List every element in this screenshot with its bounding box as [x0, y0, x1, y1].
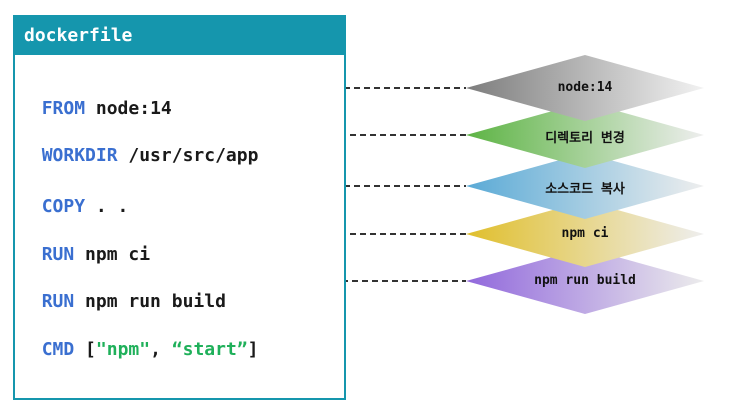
code-keyword: RUN — [41, 291, 75, 312]
code-string: “start” — [171, 339, 248, 360]
code-text: [ — [74, 339, 96, 360]
code-line-cmd: CMD ["npm", “start”] — [20, 318, 259, 360]
code-text: npm ci — [74, 244, 151, 265]
layer-rhombus-5 — [466, 248, 704, 314]
layer-label-2: 디렉토리 변경 — [545, 131, 625, 146]
code-keyword: RUN — [41, 244, 75, 265]
code-text: /usr/src/app — [117, 145, 259, 166]
code-string: "npm" — [95, 339, 151, 360]
layer-label-5: npm run build — [534, 273, 636, 288]
code-text: , — [150, 339, 172, 360]
code-keyword: COPY — [41, 196, 86, 217]
code-line-copy: COPY . . — [20, 175, 129, 217]
code-line-run-build: RUN npm run build — [20, 270, 226, 312]
layer-rhombus-2 — [466, 102, 704, 168]
code-text: ] — [247, 339, 259, 360]
layer-label-4: npm ci — [561, 226, 609, 241]
panel-title: dockerfile — [15, 17, 344, 55]
code-keyword: FROM — [41, 98, 86, 119]
layer-label-3: 소스코드 복사 — [545, 182, 625, 197]
dockerfile-panel: dockerfile — [13, 15, 346, 400]
layer-rhombus-3 — [466, 153, 704, 219]
code-text: npm run build — [74, 291, 226, 312]
code-line-run-ci: RUN npm ci — [20, 223, 150, 265]
code-line-workdir: WORKDIR /usr/src/app — [20, 124, 259, 166]
layer-rhombus-1 — [466, 55, 704, 121]
layer-label-1: node:14 — [557, 80, 613, 95]
code-text: node:14 — [85, 98, 172, 119]
layer-rhombus-4 — [466, 201, 704, 267]
code-keyword: WORKDIR — [41, 145, 118, 166]
code-text: . . — [85, 196, 129, 217]
code-line-from: FROM node:14 — [20, 77, 172, 119]
code-keyword: CMD — [41, 339, 75, 360]
